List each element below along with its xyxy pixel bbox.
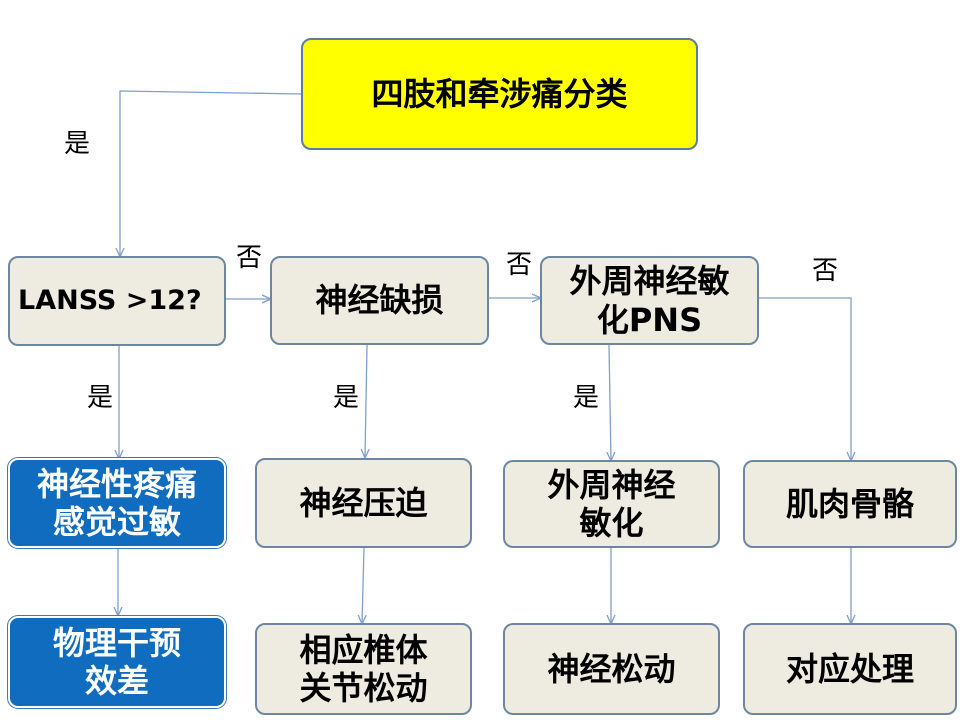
peripheral-sensitization-box: 外周神经 敏化	[503, 460, 720, 548]
title-box: 四肢和牵涉痛分类	[301, 38, 698, 150]
musculoskeletal-box: 肌肉骨骼	[743, 460, 957, 548]
connector-title-to-lanss	[120, 90, 303, 256]
yes-label-top: 是	[64, 129, 91, 159]
treatment-box: 对应处理	[743, 623, 957, 715]
no-label-2: 否	[506, 250, 533, 280]
connector-compression-to-vertebral	[362, 547, 364, 623]
peripheral-sensitization-pns-box: 外周神经敏 化PNS	[540, 256, 759, 345]
neuropathic-pain-box: 神经性疼痛 感觉过敏	[8, 458, 226, 548]
connector-pns-to-sensitization	[609, 344, 611, 460]
vertebral-mobilization-box: 相应椎体 关节松动	[255, 623, 472, 715]
nerve-deficit-box: 神经缺损	[270, 256, 489, 345]
lanss-question-box: LANSS >12?	[8, 256, 226, 346]
yes-label-2: 是	[333, 383, 360, 413]
physio-poor-effect-box: 物理干预 效差	[8, 616, 226, 708]
connector-deficit-to-compression	[365, 344, 367, 457]
nerve-mobilization-box: 神经松动	[503, 623, 720, 715]
yes-label-1: 是	[87, 383, 114, 413]
no-label-3: 否	[812, 256, 839, 286]
connector-pns-to-musculoskeletal	[759, 297, 851, 460]
no-label-1: 否	[236, 243, 263, 273]
nerve-compression-box: 神经压迫	[255, 458, 472, 548]
yes-label-3: 是	[573, 383, 600, 413]
